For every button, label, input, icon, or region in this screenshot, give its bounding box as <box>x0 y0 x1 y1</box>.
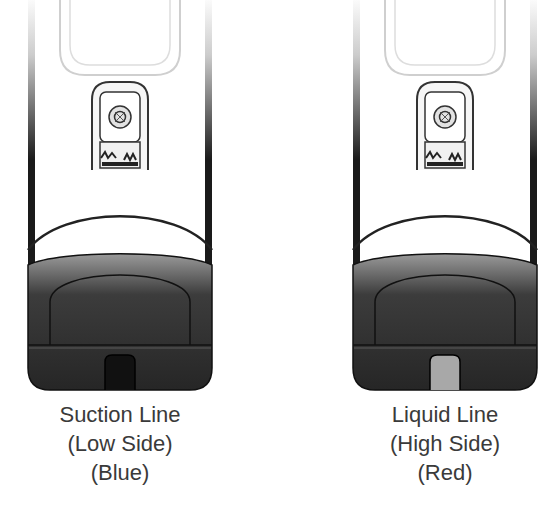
caption-label: Suction Line <box>59 402 180 428</box>
caption-label: (Low Side) <box>67 431 172 457</box>
port-slot-dark <box>105 355 135 390</box>
port-slot-light <box>430 355 460 390</box>
detector-left <box>28 0 212 390</box>
caption-label: (Red) <box>417 460 472 486</box>
caption-label: Liquid Line <box>392 402 498 428</box>
detector-right <box>353 0 537 390</box>
caption-label: (High Side) <box>390 431 500 457</box>
caption-label: (Blue) <box>91 460 150 486</box>
